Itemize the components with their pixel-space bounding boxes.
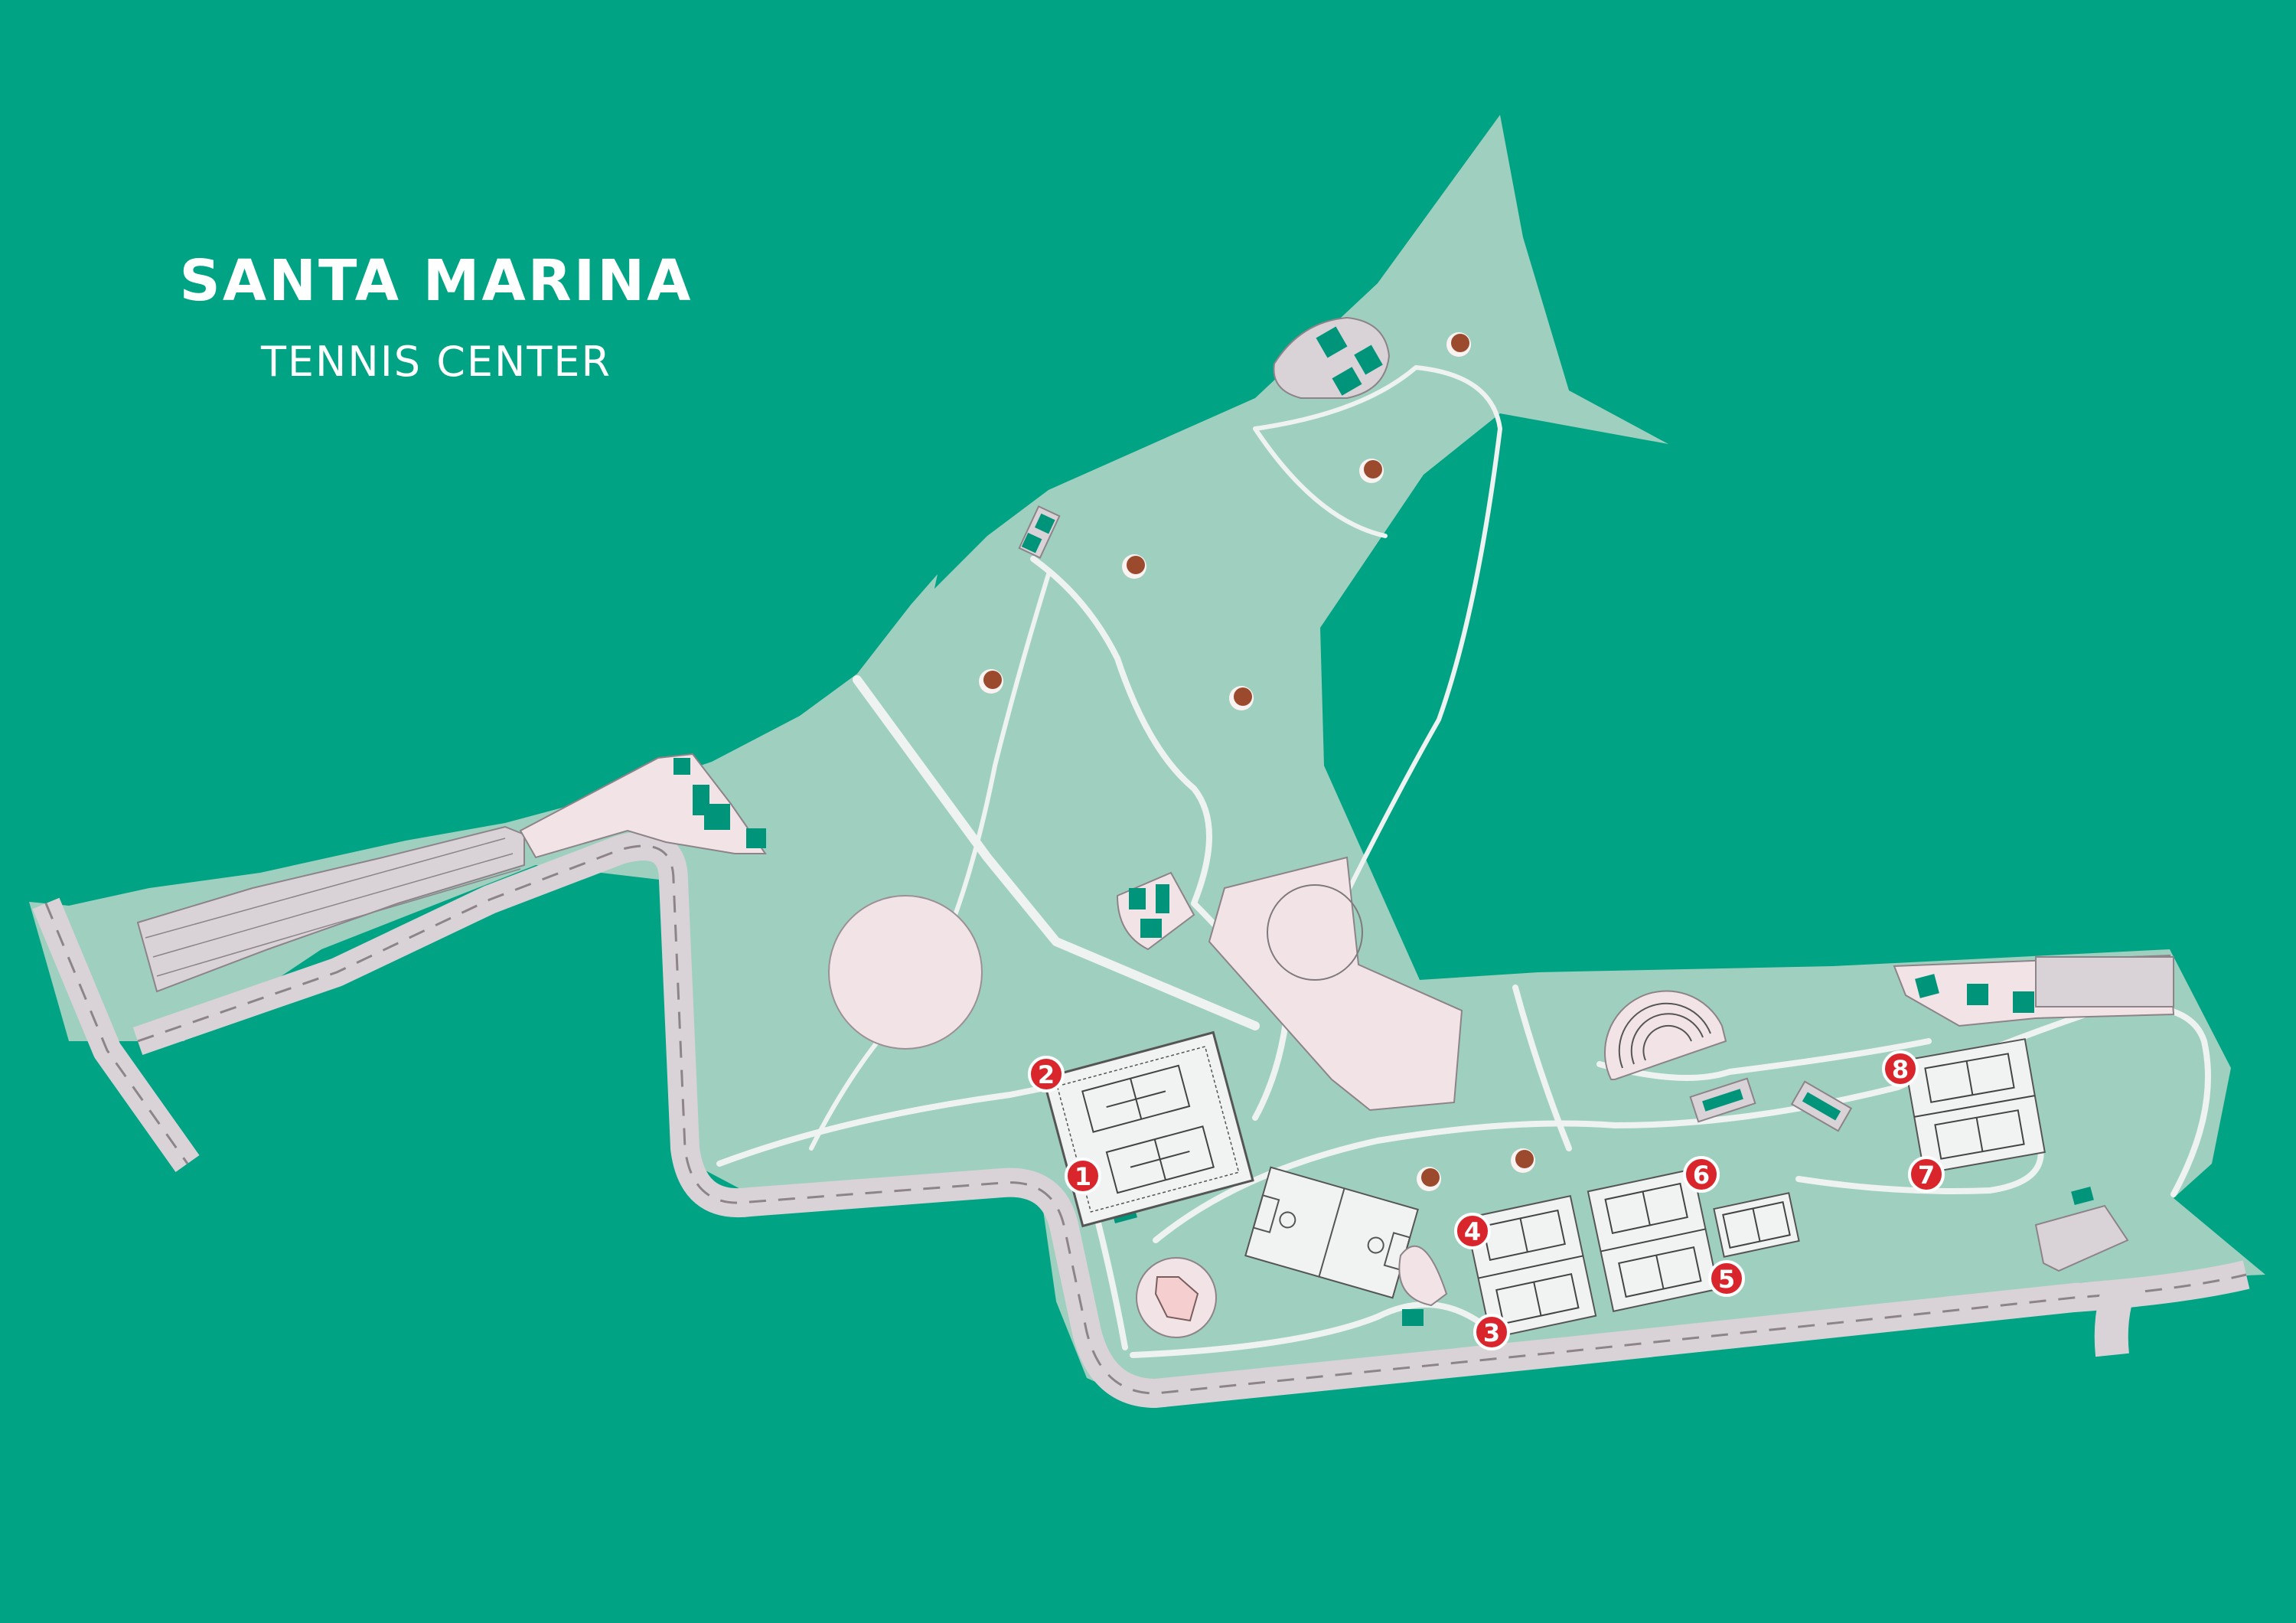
court-marker-5[interactable]: 5 <box>1708 1260 1745 1297</box>
tree-icon <box>979 669 1003 694</box>
map-subtitle: TENNIS CENTER <box>260 338 612 386</box>
tree-icon <box>1229 686 1254 710</box>
tree-icon <box>1359 459 1384 483</box>
tree-icon <box>1122 554 1146 579</box>
trees <box>979 332 1535 1191</box>
amphitheater <box>1604 990 1727 1080</box>
svg-text:3: 3 <box>1483 1318 1500 1347</box>
walking-paths <box>716 365 2211 1358</box>
tree-icon <box>1511 1148 1535 1173</box>
court-marker-4[interactable]: 4 <box>1454 1213 1491 1249</box>
court-marker-6[interactable]: 6 <box>1683 1156 1720 1193</box>
main-road <box>32 831 2250 1408</box>
court-marker-7[interactable]: 7 <box>1908 1156 1945 1193</box>
tree-icon <box>1446 332 1471 357</box>
courts-5-6 <box>1587 1168 1800 1312</box>
pools <box>1689 1077 1853 1132</box>
court-marker-1[interactable]: 1 <box>1065 1158 1101 1194</box>
map-title-block: SANTA MARINA TENNIS CENTER <box>145 253 727 383</box>
svg-text:7: 7 <box>1918 1161 1935 1190</box>
court-marker-8[interactable]: 8 <box>1882 1050 1919 1087</box>
tree-icon <box>1417 1167 1441 1191</box>
hexagon-plaza <box>1208 856 1463 1112</box>
circular-plaza-west <box>828 895 983 1050</box>
entrance-plaza <box>519 753 767 859</box>
svg-text:1: 1 <box>1075 1162 1091 1191</box>
football-pitch <box>1244 1166 1448 1307</box>
court-markers: 1 2 3 4 5 6 7 8 <box>1028 1050 1945 1350</box>
map-title: SANTA MARINA <box>179 248 693 314</box>
court-marker-2[interactable]: 2 <box>1028 1056 1065 1092</box>
svg-text:5: 5 <box>1718 1265 1735 1294</box>
park-area <box>29 115 2265 1405</box>
svg-text:6: 6 <box>1693 1161 1710 1190</box>
courts-3-4 <box>1464 1195 1597 1339</box>
parking-lot-east <box>2034 1186 2129 1272</box>
court-marker-3[interactable]: 3 <box>1473 1314 1510 1350</box>
svg-text:2: 2 <box>1038 1060 1055 1089</box>
parking-lot-west <box>136 825 525 993</box>
monument <box>1136 1257 1217 1338</box>
svg-text:8: 8 <box>1892 1055 1909 1084</box>
svg-text:4: 4 <box>1464 1217 1481 1246</box>
north-building-cluster <box>1273 316 1391 399</box>
parking-lot-northeast <box>1893 954 2175 1027</box>
courts-7-8 <box>1903 1038 2046 1174</box>
